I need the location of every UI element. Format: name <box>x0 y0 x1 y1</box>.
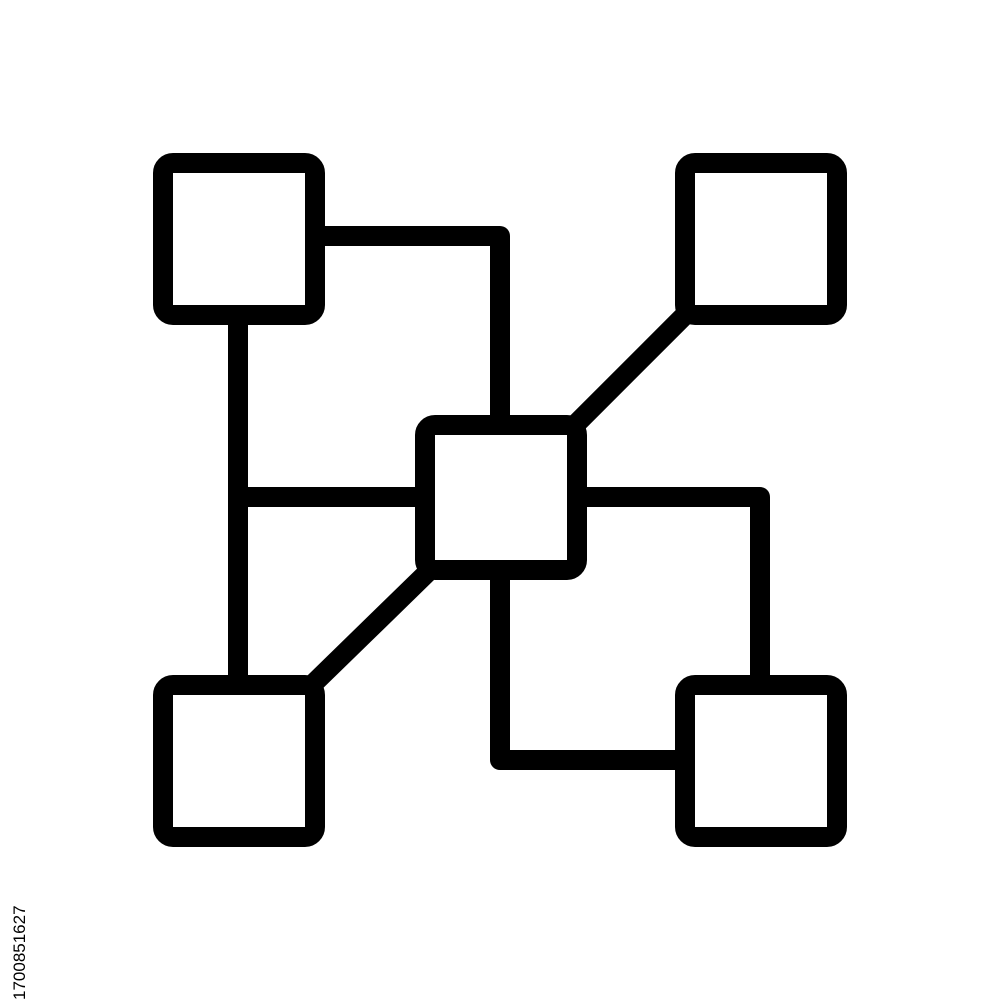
connectors <box>228 226 770 770</box>
nodes <box>153 153 847 847</box>
node-center <box>415 415 587 580</box>
node-bottom-left <box>153 675 325 847</box>
connector-center-to-bottom-right <box>565 487 770 695</box>
node-top-right <box>675 153 847 325</box>
connector-center-bottom-to-bottom-right <box>490 565 695 770</box>
node-top-left <box>153 153 325 325</box>
node-bottom-right <box>675 675 847 847</box>
connector-bottom-left-to-center <box>302 558 442 695</box>
connector-top-right-to-center <box>565 300 700 435</box>
connector-top-left-to-center <box>312 226 510 435</box>
stock-id-label: 1700851627 <box>10 905 29 1000</box>
